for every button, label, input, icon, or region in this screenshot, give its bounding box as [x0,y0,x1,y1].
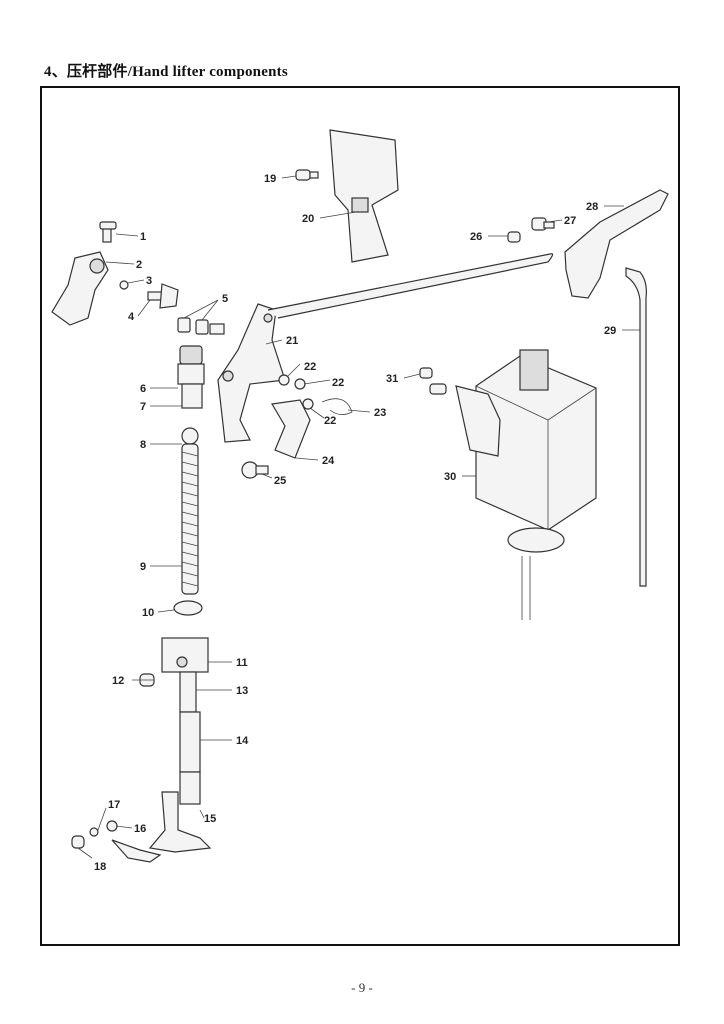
part-15-presser-foot [148,791,212,853]
part-2-lifter-lever [51,251,109,326]
part-30-solenoid [455,349,597,620]
part-9-spring [181,443,199,595]
part-23-spring [321,398,353,415]
callout-27: 27 [564,215,576,227]
callout-1: 1 [140,231,146,243]
callout-18: 18 [94,861,106,873]
part-17-washer [89,827,99,837]
callout-7: 7 [140,401,146,413]
callout-25: 25 [274,475,286,487]
part-18-screw [71,835,162,863]
part-24-link [271,399,311,459]
part-26-screw [507,231,521,243]
callout-28: 28 [586,201,598,213]
part-28-bracket [564,189,669,299]
callout-29: 29 [604,325,616,337]
section-title: 4、压杆部件/Hand lifter components [44,64,288,80]
callout-labels: 1 2 3 4 5 6 7 8 9 10 11 12 13 14 15 16 1… [94,173,616,873]
callout-22a: 22 [304,361,316,373]
diagram-frame [40,86,680,946]
part-20-bracket-plate [329,129,399,263]
part-13-14-presser-bar [179,671,201,805]
part-4-stud [147,283,179,309]
callout-4: 4 [128,311,135,323]
callout-10: 10 [142,607,154,619]
callout-9: 9 [140,561,146,573]
callout-24: 24 [322,455,335,467]
callout-22b: 22 [332,377,344,389]
part-19-screw [295,169,319,181]
part-22-e-rings [278,374,314,410]
part-8-ball-head [181,427,199,445]
part-16-washer [106,820,118,832]
part-6-7-bushing [177,345,205,409]
part-11-guide-block [161,637,209,673]
part-21-link-plate [217,303,286,443]
part-3-washer [119,280,129,290]
part-5-screws [177,317,225,335]
connecting-rod [267,253,554,319]
callout-17: 17 [108,799,120,811]
callout-15: 15 [204,813,216,825]
page-number: - 9 - [351,980,373,995]
part-1-screw [99,221,117,243]
leader-lines [77,175,640,859]
callout-26: 26 [470,231,482,243]
callout-16: 16 [134,823,146,835]
part-10-spring-cap [173,600,203,616]
callout-22c: 22 [324,415,336,427]
part-27-screw [531,217,555,231]
part-25-screw [241,461,269,479]
part-29-rod [625,267,647,587]
part-31-screws [419,367,447,395]
callout-5: 5 [222,293,228,305]
callout-23: 23 [374,407,386,419]
callout-8: 8 [140,439,146,451]
callout-2: 2 [136,259,142,271]
callout-14: 14 [236,735,249,747]
callout-11: 11 [236,657,248,669]
callout-12: 12 [112,675,124,687]
callout-6: 6 [140,383,146,395]
callout-19: 19 [264,173,276,185]
callout-20: 20 [302,213,314,225]
callout-30: 30 [444,471,456,483]
callout-21: 21 [286,335,298,347]
callout-13: 13 [236,685,248,697]
callout-3: 3 [146,275,152,287]
callout-31: 31 [386,373,398,385]
